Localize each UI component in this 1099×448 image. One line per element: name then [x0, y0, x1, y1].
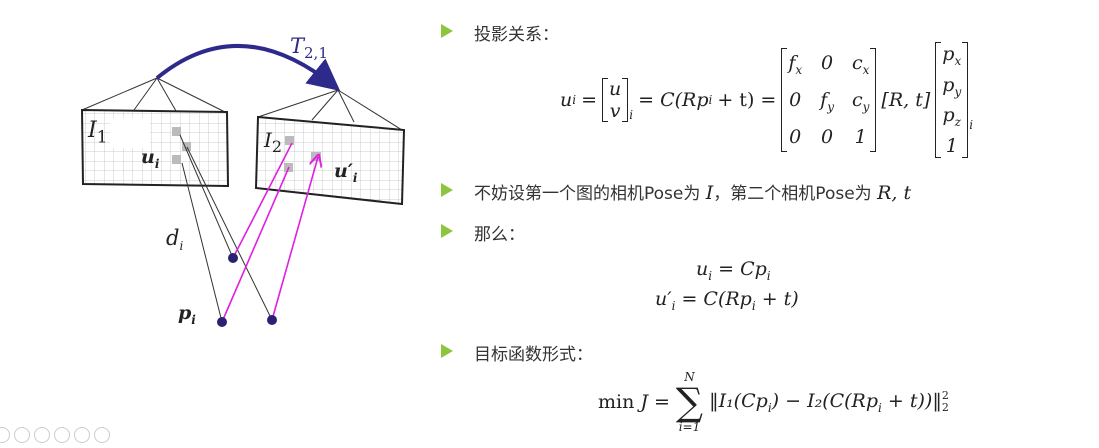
copy-icon[interactable]: [54, 427, 70, 443]
matrix-cell: 1: [854, 125, 867, 148]
pixel1-label: ui: [141, 146, 160, 171]
transform-arc: [155, 43, 341, 92]
camera-2: [257, 89, 403, 131]
menu-icon[interactable]: [94, 427, 110, 443]
vector-cell: px: [942, 42, 962, 68]
camera-1: [81, 77, 226, 113]
matrix-cell: 0: [789, 125, 802, 148]
play-icon[interactable]: [14, 427, 30, 443]
point-label: pi: [178, 302, 196, 327]
image2-label: I2: [264, 128, 283, 156]
equation-u-prime: u′i = C(Rpi + t): [655, 288, 799, 313]
matrix-cell: 0: [821, 52, 834, 75]
zoom-icon[interactable]: [74, 427, 90, 443]
pixels-1: [172, 127, 191, 164]
projection-rays: [221, 142, 318, 323]
matrix-cell: f: [788, 52, 796, 75]
vector-cell: py: [942, 73, 962, 99]
matrix-cell: f: [820, 89, 828, 111]
bullet-then: 那么：: [474, 225, 525, 245]
bullet-icon: [441, 344, 453, 358]
matrix-cell: 0: [821, 125, 834, 148]
matrix-cell: c: [851, 89, 863, 111]
bullet-objective: 目标函数形式：: [474, 345, 593, 365]
points-3d: [217, 253, 277, 327]
projection-diagram: [80, 43, 406, 327]
image1-label: I1: [88, 118, 108, 148]
transform-label: T2,1: [290, 34, 328, 63]
pen-icon[interactable]: [34, 427, 50, 443]
matrix-cell: c: [851, 52, 863, 75]
bullet-icon: [441, 224, 453, 238]
vector-cell: 1: [945, 135, 958, 158]
depth-label: di: [166, 226, 184, 254]
pixel2-label: u′i: [334, 160, 358, 185]
vector-cell: pz: [942, 104, 961, 130]
matrix-cell: 0: [789, 89, 802, 111]
equation-u: ui = Cpi: [696, 258, 771, 283]
bullet-icon: [441, 24, 453, 38]
bullet-pose: 不妨设第一个图的相机Pose为 I，第二个相机Pose为 R, t: [474, 182, 912, 204]
bullet-icon: [441, 183, 453, 197]
prev-icon[interactable]: [0, 427, 10, 443]
bullet-projection: 投影关系：: [474, 25, 559, 45]
